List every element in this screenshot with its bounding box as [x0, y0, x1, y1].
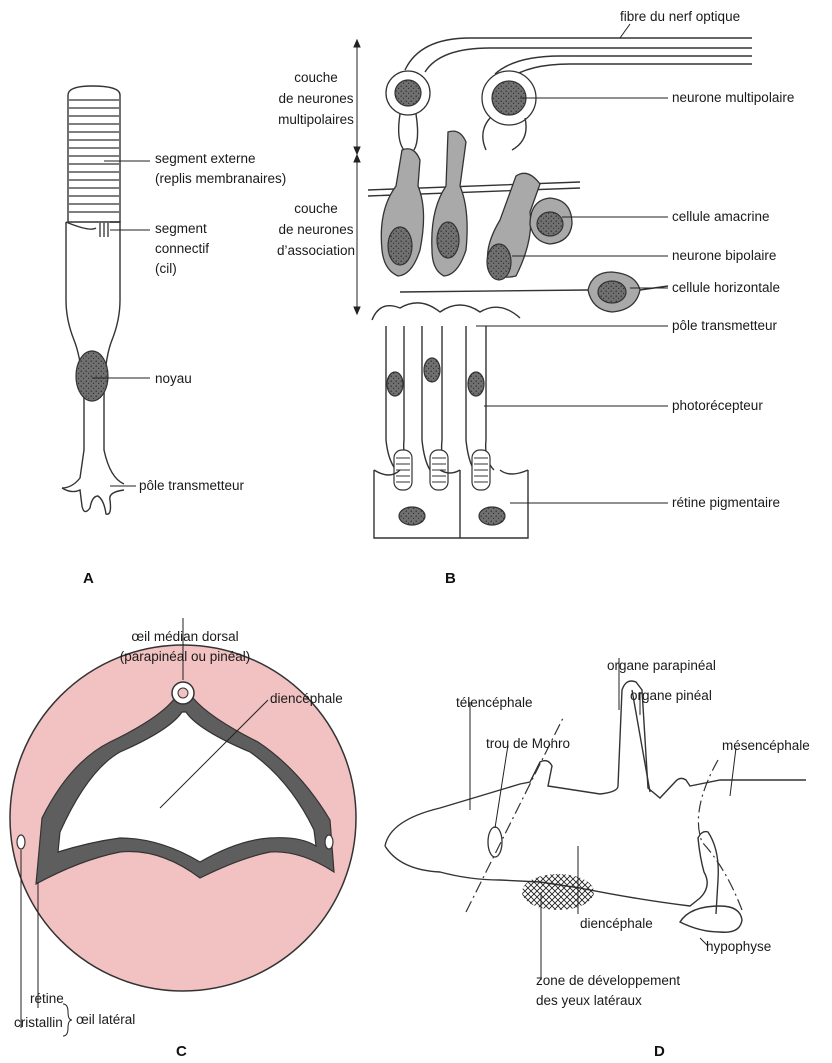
- label-neurone-multipolaire: neurone multipolaire: [672, 90, 794, 105]
- nucleus-a: [76, 351, 108, 401]
- panel-letter-c: C: [176, 1043, 187, 1060]
- panel-a-photoreceptor: [62, 86, 124, 514]
- label-oeil-lateral: œil latéral: [76, 1012, 135, 1027]
- label-retine-pigmentaire: rétine pigmentaire: [672, 495, 780, 510]
- label-couche1-1: couche: [294, 70, 338, 85]
- lens-right: [325, 835, 333, 849]
- label-zone-2: des yeux latéraux: [536, 993, 642, 1008]
- label-segment-externe-1: segment externe: [155, 151, 256, 166]
- label-oeil-median-2: (parapinéal ou pinéal): [120, 649, 251, 664]
- label-diencephale-c: diencéphale: [270, 691, 343, 706]
- lateral-eye-zone: [522, 874, 594, 910]
- monro-foramen: [488, 827, 502, 857]
- label-couche1-3: multipolaires: [278, 112, 354, 127]
- label-organe-pineal: organe pinéal: [630, 688, 712, 703]
- label-segment-connectif-3: (cil): [155, 261, 177, 276]
- label-couche1-2: de neurones: [278, 91, 353, 106]
- label-couche2-1: couche: [294, 201, 338, 216]
- labels-d: organe parapinéal organe pinéal télencép…: [456, 658, 810, 1060]
- label-diencephale-d: diencéphale: [580, 916, 653, 931]
- label-trou-monro: trou de Monro: [486, 736, 570, 751]
- label-mesencephale: mésencéphale: [722, 738, 810, 753]
- label-couche2-3: d’association: [277, 243, 355, 258]
- label-couche2-2: de neurones: [278, 222, 353, 237]
- lens-left: [17, 835, 25, 849]
- panel-letter-d: D: [654, 1043, 665, 1060]
- label-segment-externe-2: (replis membranaires): [155, 171, 286, 186]
- label-organe-parapineal: organe parapinéal: [607, 658, 716, 673]
- layer-arrows: [354, 40, 360, 314]
- label-cristallin: cristallin: [14, 1015, 63, 1030]
- panel-letter-b: B: [445, 570, 456, 587]
- label-cellule-amacrine: cellule amacrine: [672, 209, 770, 224]
- label-hypophyse: hypophyse: [706, 939, 771, 954]
- label-segment-connectif-2: connectif: [155, 241, 209, 256]
- label-pole-transmetteur-b: pôle transmetteur: [672, 318, 778, 333]
- label-zone-1: zone de développement: [536, 973, 680, 988]
- label-telencephale: télencéphale: [456, 695, 533, 710]
- label-fibre: fibre du nerf optique: [620, 9, 740, 24]
- label-retine: rétine: [30, 991, 64, 1006]
- label-noyau: noyau: [155, 371, 192, 386]
- cilium: [100, 223, 108, 237]
- label-segment-connectif-1: segment: [155, 221, 207, 236]
- panel-d-brain: [385, 681, 806, 932]
- label-pole-transmetteur-a: pôle transmetteur: [139, 478, 245, 493]
- label-cellule-horizontale: cellule horizontale: [672, 280, 780, 295]
- label-neurone-bipolaire: neurone bipolaire: [672, 248, 776, 263]
- panel-letter-a: A: [83, 570, 94, 587]
- label-photorecepteur: photorécepteur: [672, 398, 763, 413]
- label-oeil-median-1: œil médian dorsal: [131, 629, 238, 644]
